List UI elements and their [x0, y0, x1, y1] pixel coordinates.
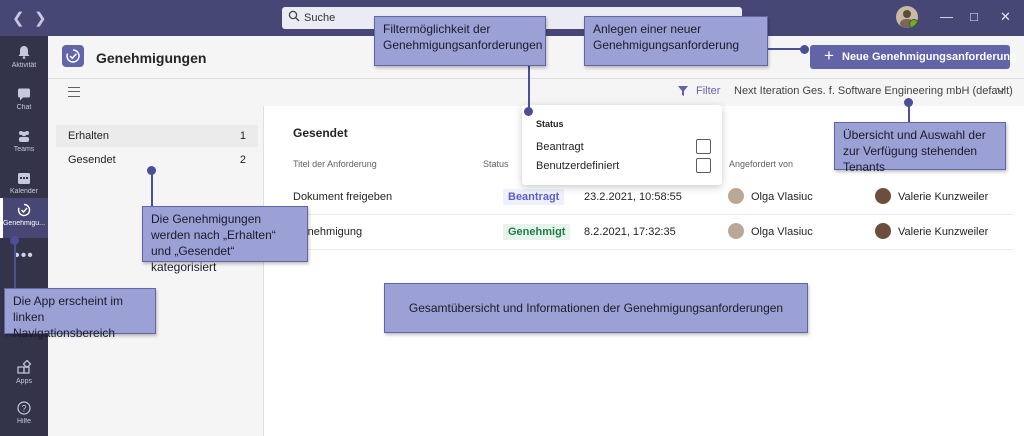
- avatar: [875, 188, 891, 204]
- bell-icon: [18, 46, 30, 59]
- requester-name: Olga Vlasiuc: [751, 226, 813, 238]
- rail-item-calendar[interactable]: Kalender: [0, 166, 48, 206]
- avatar: [875, 223, 891, 239]
- rail-item-teams[interactable]: Teams: [0, 124, 48, 164]
- close-icon[interactable]: ✕: [1000, 9, 1011, 24]
- rail-item-approvals[interactable]: Genehmigu...: [0, 198, 48, 238]
- maximize-icon[interactable]: □: [970, 9, 978, 24]
- avatar: [728, 223, 744, 239]
- section-title: Gesendet: [293, 126, 348, 140]
- approvals-icon: [66, 49, 80, 63]
- avatar: [728, 188, 744, 204]
- apps-icon: [17, 360, 32, 374]
- request-title: Dokument freigeben: [293, 191, 393, 203]
- presence-available-icon: [909, 19, 918, 28]
- left-nav-rail: Aktivität Chat Teams Kalender Genehmigu.…: [0, 36, 48, 436]
- request-title: Genehmigung: [293, 226, 363, 238]
- tenant-selector[interactable]: Next Iteration Ges. f. Software Engineer…: [734, 85, 1013, 97]
- dropdown-heading: Status: [536, 119, 564, 129]
- column-header-status: Status: [483, 159, 509, 169]
- rail-item-help[interactable]: ? Hilfe: [0, 396, 48, 436]
- search-placeholder: Suche: [304, 12, 336, 24]
- filter-option-checkbox[interactable]: [696, 139, 711, 154]
- callout-navigation: Die App erscheint im linken Navigationsb…: [4, 288, 156, 340]
- callout-dot: [10, 236, 19, 245]
- callout-connector: [768, 48, 804, 50]
- page-title: Genehmigungen: [96, 50, 207, 66]
- approver-name: Valerie Kunzweiler: [898, 191, 989, 203]
- callout-overview: Gesamtübersicht und Informationen der Ge…: [384, 283, 808, 333]
- request-date: 23.2.2021, 10:58:55: [584, 191, 682, 203]
- status-badge: Beantragt: [503, 189, 565, 205]
- rail-more[interactable]: •••: [0, 247, 48, 270]
- category-pane: Erhalten 1 Gesendet 2: [48, 106, 264, 436]
- request-date: 8.2.2021, 17:32:35: [584, 226, 676, 238]
- help-icon: ?: [17, 401, 31, 415]
- category-sent[interactable]: Gesendet 2: [68, 154, 246, 166]
- callout-tenant: Übersicht und Auswahl der zur Verfügung …: [834, 122, 1006, 174]
- callout-filter: Filtermöglichkeit der Genehmigungsanford…: [374, 16, 546, 66]
- filter-option-label: Beantragt: [536, 141, 584, 153]
- plus-icon: +: [824, 46, 834, 65]
- callout-dot: [800, 45, 809, 54]
- search-icon: [288, 10, 300, 22]
- callout-categories: Die Genehmigungen werden nach „Erhalten“…: [142, 206, 308, 274]
- column-header-title: Titel der Anforderung: [293, 159, 377, 169]
- rail-item-activity[interactable]: Aktivität: [0, 40, 48, 80]
- chat-icon: [18, 88, 30, 101]
- callout-connector: [908, 103, 910, 123]
- user-avatar[interactable]: [896, 6, 918, 28]
- filter-option-checkbox[interactable]: [696, 158, 711, 173]
- requester-name: Olga Vlasiuc: [751, 191, 813, 203]
- calendar-icon: [18, 173, 30, 184]
- back-arrow-icon[interactable]: ❮: [12, 10, 25, 27]
- rail-item-apps[interactable]: Apps: [0, 356, 48, 396]
- callout-connector: [151, 170, 153, 208]
- chevron-down-icon: [996, 87, 1006, 93]
- category-received[interactable]: Erhalten 1: [56, 125, 258, 147]
- filter-icon: [678, 86, 688, 96]
- callout-dot: [524, 107, 533, 116]
- table-row[interactable]: Genehmigung Genehmigt 8.2.2021, 17:32:35…: [284, 215, 1014, 250]
- minimize-icon[interactable]: —: [940, 9, 953, 24]
- table-row[interactable]: Dokument freigeben Beantragt 23.2.2021, …: [284, 180, 1014, 215]
- callout-dot: [904, 98, 913, 107]
- new-request-button[interactable]: + Neue Genehmigungsanforderung: [810, 45, 1017, 69]
- svg-text:?: ?: [21, 403, 26, 413]
- status-filter-dropdown: Status Beantragt Benutzerdefiniert: [522, 105, 722, 185]
- approvals-icon: [17, 203, 31, 217]
- more-dots-icon: •••: [14, 247, 34, 264]
- callout-new-request: Anlegen einer neuer Genehmigungsanforder…: [584, 16, 768, 66]
- approvals-app-icon: [62, 45, 84, 67]
- filter-option-label: Benutzerdefiniert: [536, 160, 620, 172]
- forward-arrow-icon[interactable]: ❯: [34, 10, 47, 27]
- column-header-requester: Angefordert von: [729, 159, 794, 169]
- callout-connector: [528, 66, 530, 111]
- callout-dot: [147, 166, 156, 175]
- teams-icon: [19, 131, 29, 142]
- callout-connector: [14, 240, 16, 290]
- rail-item-chat[interactable]: Chat: [0, 82, 48, 122]
- status-badge: Genehmigt: [503, 224, 571, 240]
- approver-name: Valerie Kunzweiler: [898, 226, 989, 238]
- hamburger-menu-icon[interactable]: [68, 87, 80, 97]
